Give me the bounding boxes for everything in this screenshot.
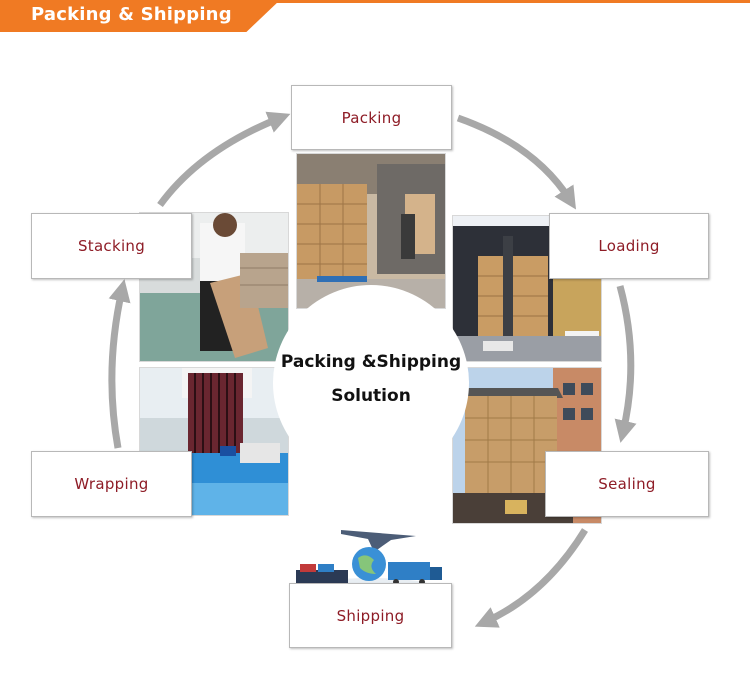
header-title: Packing & Shipping (31, 4, 232, 25)
center-title-line1: Packing &Shipping (280, 352, 462, 372)
stage-sealing-label: Sealing (598, 475, 656, 493)
arrow-loading-to-sealing (614, 285, 637, 443)
header-banner (0, 0, 280, 32)
stage-stacking: Stacking (31, 213, 192, 279)
center-circle (273, 285, 469, 481)
center-title-line2: Solution (331, 386, 411, 406)
stage-loading: Loading (549, 213, 709, 279)
stacking-photo (139, 212, 289, 362)
stage-shipping: Shipping (289, 583, 452, 648)
stage-packing-label: Packing (341, 108, 402, 127)
arrow-packing-to-loading (456, 114, 577, 210)
stage-sealing: Sealing (545, 451, 709, 517)
stage-stacking-label: Stacking (77, 237, 146, 255)
stage-wrapping-label: Wrapping (74, 475, 149, 493)
stage-shipping-label: Shipping (336, 606, 405, 625)
header-rule (0, 0, 750, 3)
arrow-sealing-to-shipping (474, 528, 588, 628)
warehouse-photo (296, 153, 446, 309)
stage-wrapping: Wrapping (31, 451, 192, 517)
center-title: Packing &Shipping Solution (260, 345, 482, 413)
arrow-wrapping-to-stacking (108, 279, 131, 449)
stage-loading-label: Loading (598, 237, 660, 255)
stage-packing: Packing (291, 85, 452, 150)
arrow-stacking-to-packing (157, 111, 291, 208)
